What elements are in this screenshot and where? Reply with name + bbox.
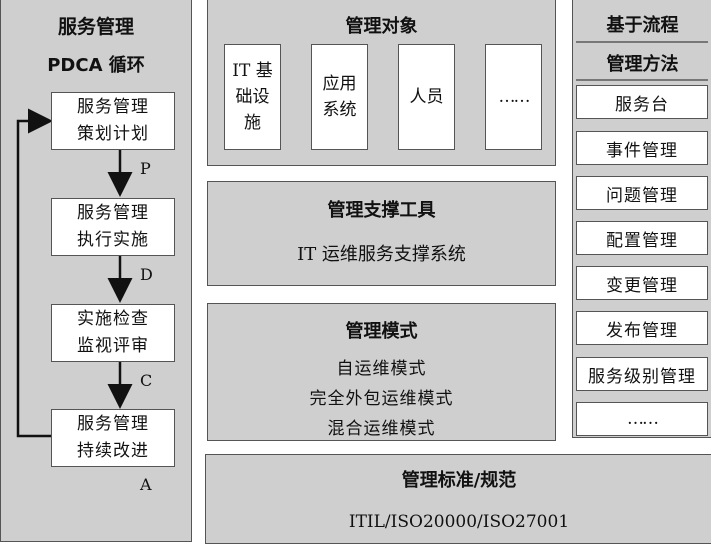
process-configuration-management: 配置管理 — [576, 221, 708, 255]
pdca-step-check: 实施检查 监视评审 — [51, 304, 175, 362]
modes-title: 管理模式 — [345, 321, 418, 342]
step-act-line1: 服务管理 — [77, 414, 149, 434]
process-divider — [576, 41, 708, 43]
step-do-line2: 执行实施 — [77, 230, 149, 250]
standards-panel — [205, 454, 711, 544]
tools-title: 管理支撑工具 — [327, 200, 436, 221]
pdca-step-act: 服务管理 持续改进 — [51, 409, 175, 467]
step-check-line1: 实施检查 — [77, 309, 149, 329]
step-plan-line2: 策划计划 — [77, 124, 149, 144]
process-divider — [576, 79, 708, 81]
process-service-level-management: 服务级别管理 — [576, 357, 708, 391]
tools-panel — [207, 181, 556, 286]
object-more: …… — [485, 44, 542, 150]
object-app-line2: 系统 — [322, 100, 357, 120]
tools-content: IT 运维服务支撑系统 — [297, 244, 466, 265]
pdca-title: 服务管理 — [57, 16, 134, 38]
feedback-loop — [16, 108, 53, 438]
process-problem-management: 问题管理 — [576, 176, 708, 210]
objects-title: 管理对象 — [345, 16, 418, 37]
standards-content: ITIL/ISO20000/ISO27001 — [348, 512, 570, 532]
process-service-desk: 服务台 — [576, 85, 708, 119]
object-more-line1: …… — [498, 87, 531, 107]
object-it-line2: 础设 — [235, 87, 270, 107]
letter-d: D — [140, 265, 153, 284]
object-personnel-line1: 人员 — [409, 87, 444, 107]
process-release-management: 发布管理 — [576, 311, 708, 345]
object-it-line1: IT 基 — [232, 61, 273, 81]
process-more: …… — [576, 402, 708, 436]
step-act-line2: 持续改进 — [77, 441, 149, 461]
mode-self: 自运维模式 — [336, 359, 427, 379]
process-title-line2: 管理方法 — [606, 54, 679, 75]
step-check-line2: 监视评审 — [77, 336, 149, 356]
step-plan-line1: 服务管理 — [77, 97, 149, 117]
mode-hybrid: 混合运维模式 — [327, 419, 436, 439]
object-personnel: 人员 — [398, 44, 455, 150]
letter-c: C — [140, 371, 153, 390]
object-application-system: 应用 系统 — [311, 44, 368, 150]
process-title-line1: 基于流程 — [606, 15, 679, 36]
object-it-infrastructure: IT 基 础设 施 — [224, 44, 281, 150]
standards-title: 管理标准/规范 — [401, 470, 517, 491]
letter-p: P — [140, 159, 151, 178]
pdca-step-do: 服务管理 执行实施 — [51, 198, 175, 256]
letter-a: A — [140, 475, 152, 494]
pdca-subtitle: PDCA 循环 — [47, 55, 145, 76]
process-change-management: 变更管理 — [576, 266, 708, 300]
object-app-line1: 应用 — [322, 74, 357, 94]
pdca-step-plan: 服务管理 策划计划 — [51, 92, 175, 150]
object-it-line3: 施 — [244, 113, 261, 133]
step-do-line1: 服务管理 — [77, 203, 149, 223]
process-incident-management: 事件管理 — [576, 131, 708, 165]
modes-panel — [207, 303, 556, 441]
mode-outsourced: 完全外包运维模式 — [309, 389, 454, 409]
